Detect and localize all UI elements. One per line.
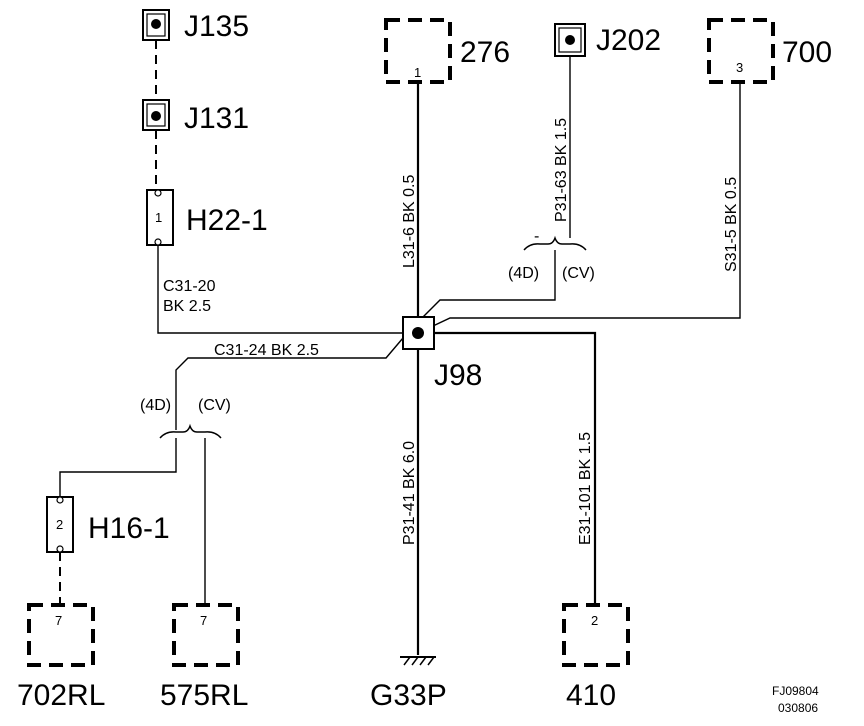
ground-symbol: G33P [370, 656, 447, 712]
component-702rl-label: 702RL [17, 679, 105, 712]
h16-1-connector: 2 H16-1 [46, 496, 170, 553]
j135-label: J135 [184, 10, 249, 43]
component-700-pin: 3 [736, 60, 743, 75]
top-split-4d: (4D) [508, 265, 539, 282]
l31-6-label: L31-6 BK 0.5 [401, 175, 418, 269]
c31-20-wire [157, 245, 403, 334]
j98-splice: J98 [402, 316, 482, 392]
j202-label: J202 [596, 24, 661, 57]
p31-63-label: P31-63 BK 1.5 [553, 118, 570, 222]
component-410-label: 410 [566, 679, 616, 712]
component-276: 1 276 [384, 18, 510, 84]
p31-63-to-j98-wire [417, 250, 556, 323]
j98-label: J98 [434, 359, 482, 392]
j131-label: J131 [184, 102, 249, 135]
component-276-pin: 1 [414, 65, 421, 80]
component-276-label: 276 [460, 36, 510, 69]
j131-connector: J131 [142, 99, 249, 135]
h16-1-label: H16-1 [88, 512, 170, 545]
c31-20-label-2: BK 2.5 [163, 298, 211, 315]
ground-label: G33P [370, 679, 447, 712]
top-split-dash: - [534, 228, 539, 245]
reference-code: FJ09804 [772, 684, 819, 698]
h22-1-connector: 1 H22-1 [146, 189, 268, 246]
s31-5-wire [432, 82, 741, 327]
component-702rl-pin: 7 [55, 613, 62, 628]
top-split-cv: (CV) [562, 265, 595, 282]
h22-1-label: H22-1 [186, 204, 268, 237]
reference-date: 030806 [778, 701, 818, 715]
component-410-pin: 2 [591, 613, 598, 628]
top-split-brace [523, 235, 587, 251]
left-split-brace [159, 423, 222, 439]
c31-24-wire [175, 337, 404, 430]
component-410: 2 410 [562, 603, 630, 712]
e31-101-label: E31-101 BK 1.5 [577, 432, 594, 545]
component-575rl-pin: 7 [200, 613, 207, 628]
component-700-label: 700 [782, 36, 832, 69]
j202-connector: J202 [554, 23, 661, 57]
s31-5-label: S31-5 BK 0.5 [723, 177, 740, 272]
h16-branch-wire [59, 438, 177, 497]
j135-connector: J135 [142, 9, 249, 43]
component-702rl: 7 702RL [17, 603, 105, 712]
component-700: 3 700 [707, 18, 832, 84]
e31-101-wire [434, 331, 597, 605]
p31-41-label: P31-41 BK 6.0 [401, 441, 418, 545]
left-split-4d: (4D) [140, 397, 171, 414]
c31-24-label: C31-24 BK 2.5 [214, 342, 319, 359]
h22-1-pin: 1 [155, 210, 162, 225]
c31-20-label-1: C31-20 [163, 278, 216, 295]
left-split-cv: (CV) [198, 397, 231, 414]
h16-1-pin: 2 [56, 517, 63, 532]
component-575rl: 7 575RL [160, 603, 248, 712]
component-575rl-label: 575RL [160, 679, 248, 712]
